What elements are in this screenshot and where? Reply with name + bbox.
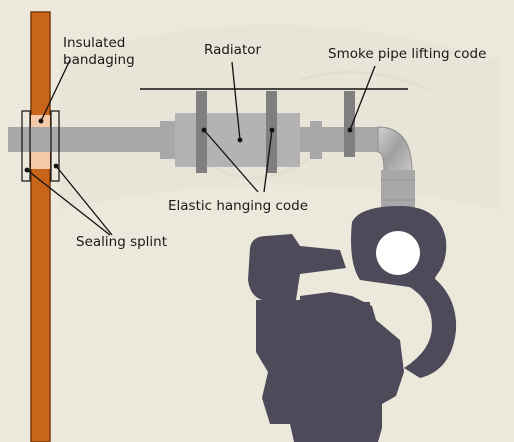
elastic-hanger-left — [196, 91, 207, 173]
radiator-label: Radiator — [204, 42, 262, 58]
sealing-splint-right — [50, 110, 60, 182]
insulated-bandage-lower — [31, 152, 50, 169]
pipe-connector-right — [310, 121, 322, 159]
leader-lines — [26, 59, 376, 236]
radiator — [175, 113, 300, 167]
engine-body — [248, 206, 457, 442]
elastic-hanging-code-label: Elastic hanging code — [168, 198, 309, 214]
smoke-pipe-lifting-code-label: Smoke pipe lifting code — [328, 46, 487, 62]
insulated-bandaging-line2: bandaging — [63, 52, 135, 68]
wall — [30, 11, 51, 442]
insulated-bandaging-label: Insulated bandaging — [63, 35, 135, 69]
sealing-splint-label: Sealing splint — [76, 234, 168, 250]
pipe-connector-left — [160, 121, 175, 159]
sealing-splint-left — [21, 110, 31, 182]
insulated-bandaging-line1: Insulated — [63, 35, 126, 51]
exhaust-pipe — [8, 127, 173, 152]
smoke-pipe-hanger — [344, 91, 355, 157]
exhaust-port-opening — [376, 231, 420, 275]
leader-dots — [24, 118, 353, 173]
